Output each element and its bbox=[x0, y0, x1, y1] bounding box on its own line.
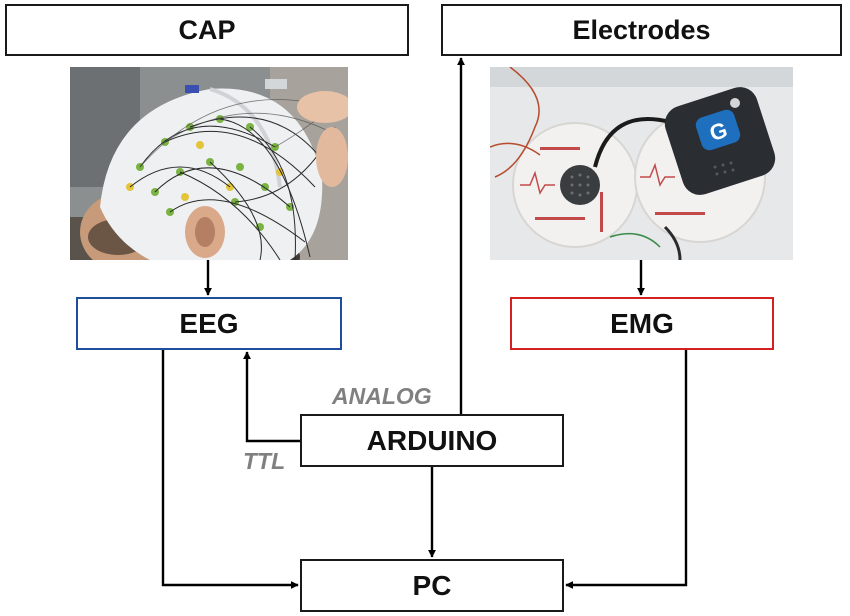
cap-node: CAP bbox=[5, 4, 409, 56]
arduino-label: ARDUINO bbox=[366, 424, 498, 456]
analog-signal-label: ANALOG bbox=[332, 383, 432, 409]
eeg-label: EEG bbox=[179, 307, 239, 339]
ttl-signal-label: TTL bbox=[243, 448, 286, 474]
arduino-node: ARDUINO bbox=[300, 414, 564, 467]
cap-label: CAP bbox=[178, 14, 236, 45]
electrodes-node: Electrodes bbox=[441, 4, 842, 56]
pc-node: PC bbox=[300, 559, 564, 612]
eeg-cap-photo bbox=[70, 67, 348, 260]
edge-arduino-to-eeg bbox=[243, 351, 300, 443]
pc-label: PC bbox=[412, 569, 452, 601]
emg-electrode-photo: G bbox=[490, 67, 793, 260]
electrodes-label: Electrodes bbox=[572, 14, 711, 45]
edge-emg-to-pc bbox=[565, 350, 688, 589]
edge-eeg-to-pc bbox=[161, 350, 299, 589]
emg-label: EMG bbox=[610, 307, 674, 339]
eeg-node: EEG bbox=[76, 297, 342, 350]
emg-node: EMG bbox=[510, 297, 774, 350]
